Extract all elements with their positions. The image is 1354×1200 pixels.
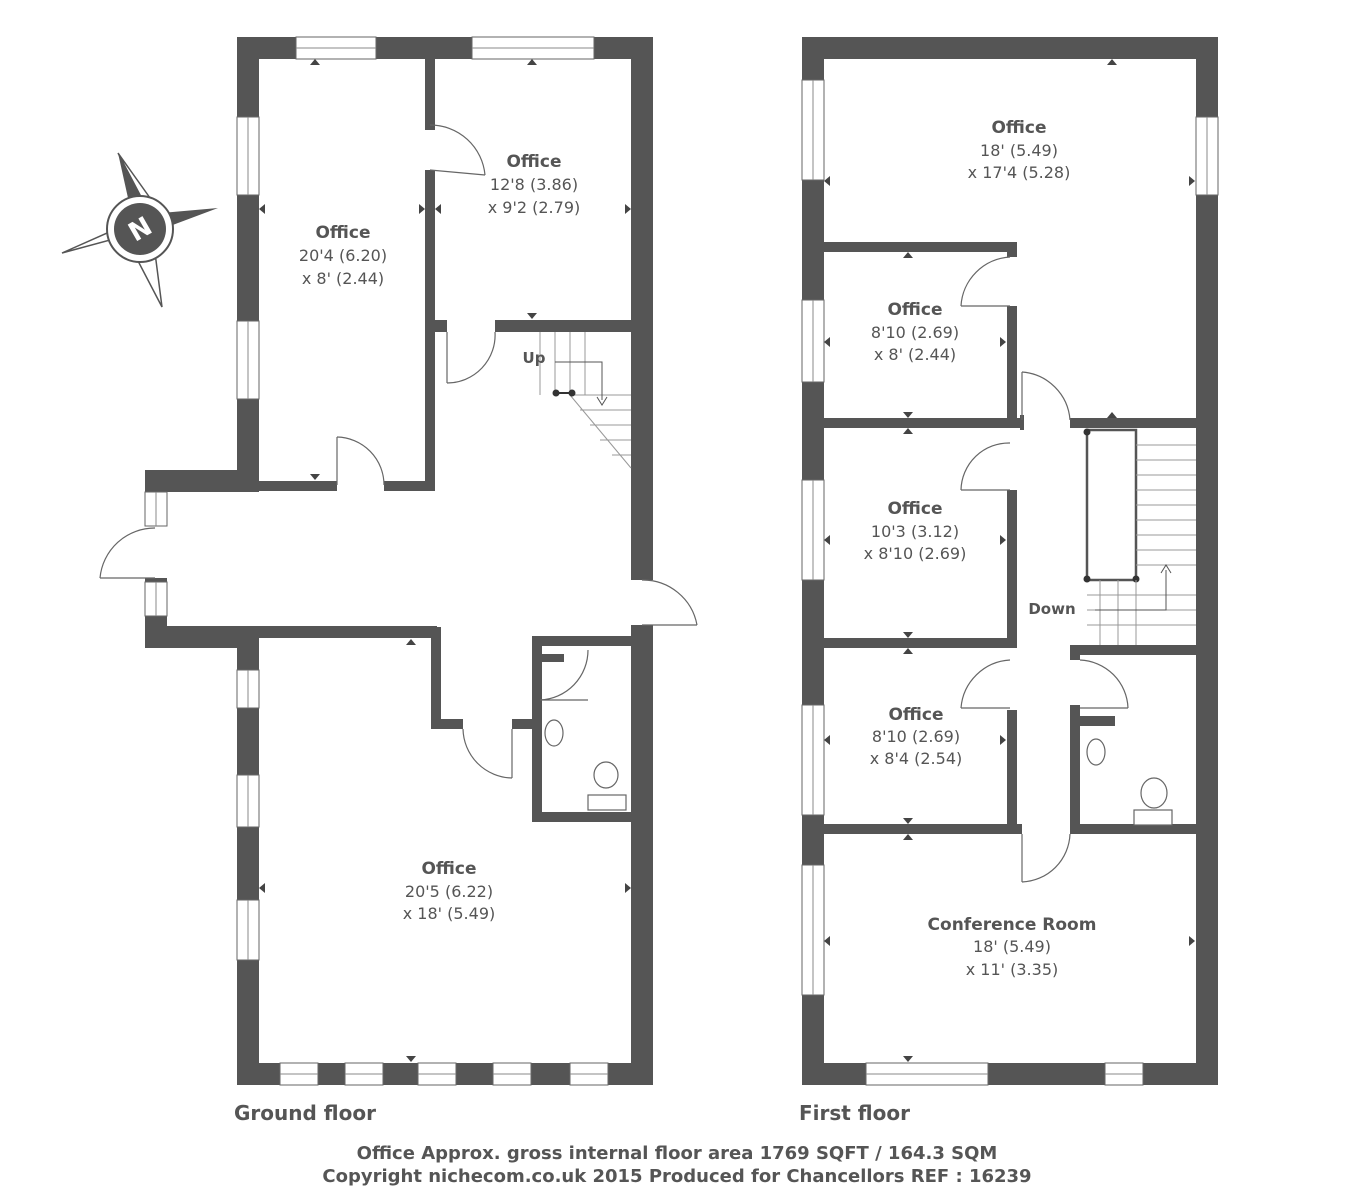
ff-room-office-3-dim2: x 8'10 (2.69) <box>864 544 967 563</box>
ff-room-office-4-name: Office <box>888 705 943 725</box>
gf-room-office-1-name: Office <box>315 223 370 243</box>
gf-stairs-up-label: Up <box>523 349 546 367</box>
ff-room-office-3-name: Office <box>887 499 942 519</box>
ff-room-office-1-dim2: x 17'4 (5.28) <box>968 163 1071 182</box>
gf-room-office-3-name: Office <box>421 859 476 879</box>
ff-room-conference-dim2: x 11' (3.35) <box>966 960 1059 979</box>
ff-room-office-1-name: Office <box>991 118 1046 138</box>
gf-room-office-2-dim2: x 9'2 (2.79) <box>488 198 581 217</box>
ground-floor-label: Ground floor <box>234 1101 376 1125</box>
ff-room-office-3-dim1: 10'3 (3.12) <box>871 522 959 541</box>
gf-room-office-3-dim1: 20'5 (6.22) <box>405 882 493 901</box>
ground-floor-plan: Office 20'4 (6.20) x 8' (2.44) Office 12… <box>99 36 698 1086</box>
gf-room-office-2-dim1: 12'8 (3.86) <box>490 175 578 194</box>
ff-room-conference-dim1: 18' (5.49) <box>973 937 1051 956</box>
ff-stairs-down-label: Down <box>1028 600 1075 618</box>
gf-room-office-1-dim1: 20'4 (6.20) <box>299 246 387 265</box>
ff-room-office-4-dim2: x 8'4 (2.54) <box>870 749 963 768</box>
gf-room-office-3-dim2: x 18' (5.49) <box>403 904 496 923</box>
ff-room-conference-name: Conference Room <box>928 915 1097 935</box>
ff-room-office-2-dim1: 8'10 (2.69) <box>871 323 959 342</box>
gf-room-office-2-name: Office <box>506 152 561 172</box>
first-floor-label: First floor <box>799 1101 910 1125</box>
copyright-caption: Copyright nichecom.co.uk 2015 Produced f… <box>322 1166 1032 1187</box>
gf-room-office-1-dim2: x 8' (2.44) <box>302 269 384 288</box>
ff-room-office-2-dim2: x 8' (2.44) <box>874 345 956 364</box>
compass-icon: N <box>61 152 218 308</box>
ff-room-office-2-name: Office <box>887 300 942 320</box>
ff-room-office-4-dim1: 8'10 (2.69) <box>872 727 960 746</box>
first-floor-plan: Office 18' (5.49) x 17'4 (5.28) Office 8… <box>801 37 1219 1086</box>
floor-area-caption: Office Approx. gross internal floor area… <box>356 1143 998 1164</box>
ff-room-office-1-dim1: 18' (5.49) <box>980 141 1058 160</box>
